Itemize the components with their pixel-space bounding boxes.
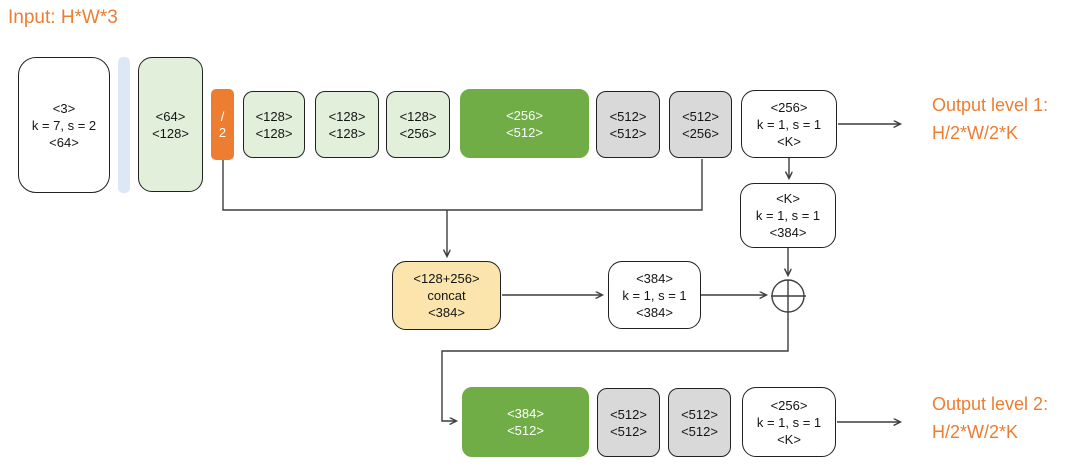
- box-dec2: <512> <512>: [597, 388, 660, 457]
- box-text-line: <512>: [610, 406, 647, 422]
- box-text-line: <3>: [52, 100, 76, 116]
- box-enc1: <64> <128>: [138, 57, 203, 192]
- box-text-line: <512>: [681, 423, 718, 439]
- box-text-line: <256>: [506, 107, 543, 123]
- box-text-line: <512>: [507, 423, 544, 438]
- box-text-line: <K>: [777, 133, 801, 149]
- output-level-2-shape: H/2*W/2*K: [932, 422, 1019, 442]
- box-text-line: k = 1, s = 1: [756, 116, 822, 132]
- label-output-level-2: Output level 2: H/2*W/2*K: [932, 390, 1048, 446]
- box-enc3: <128> <128>: [315, 91, 379, 158]
- box-downsample-by-2: / 2: [211, 89, 234, 160]
- box-fuse: <384> k = 1, s = 1 <384>: [608, 261, 701, 329]
- box-text-line: <384>: [428, 305, 465, 320]
- box-text-line: <384>: [636, 304, 673, 320]
- box-text-line: <K>: [776, 191, 800, 206]
- box-text-line: <512>: [682, 108, 719, 124]
- output-level-2-title: Output level 2:: [932, 394, 1049, 414]
- box-text-line: 2: [218, 124, 227, 140]
- box-concat: <128+256> concat <384>: [392, 261, 501, 330]
- box-text-line: <256>: [770, 99, 808, 115]
- box-text-line: <128>: [152, 125, 189, 141]
- box-text-line: <256>: [399, 125, 437, 141]
- box-head2: <256> k = 1, s = 1 <K>: [742, 387, 836, 457]
- box-text-line: <512>: [506, 124, 543, 140]
- box-text-line: <128>: [255, 125, 293, 141]
- skip-connection-line: [222, 159, 703, 211]
- box-text-line: <384>: [636, 270, 673, 286]
- box-text-line: <128>: [328, 125, 366, 141]
- box-text-line: k = 7, s = 2: [31, 117, 97, 133]
- box-text-line: <K>: [777, 431, 801, 447]
- box-text-line: <512>: [609, 108, 647, 124]
- box-enc7: <512> <256>: [669, 91, 732, 158]
- box-text-line: <512>: [609, 125, 647, 141]
- box-enc2: <128> <128>: [243, 91, 305, 158]
- box-text-line: <128>: [255, 108, 293, 124]
- box-enc5: <256> <512>: [460, 89, 589, 158]
- box-dec1: <384> <512>: [462, 387, 589, 457]
- box-head1: <256> k = 1, s = 1 <K>: [741, 90, 837, 158]
- box-dec3: <512> <512>: [668, 388, 731, 457]
- feature-bar: [118, 57, 130, 193]
- output-level-1-shape: H/2*W/2*K: [932, 123, 1019, 143]
- box-text-line: <128>: [399, 108, 437, 124]
- box-text-line: k = 1, s = 1: [755, 208, 821, 223]
- box-input-conv: <3> k = 7, s = 2 <64>: [18, 57, 110, 193]
- box-text-line: <512>: [681, 406, 718, 422]
- box-text-line: <512>: [610, 423, 647, 439]
- box-enc6: <512> <512>: [596, 91, 660, 158]
- box-text-line: /: [220, 108, 225, 124]
- box-text-line: <128>: [328, 108, 366, 124]
- box-text-line: <64>: [49, 134, 79, 150]
- box-text-line: <384>: [769, 225, 807, 240]
- box-enc4: <128> <256>: [386, 91, 450, 158]
- box-text-line: <256>: [682, 125, 719, 141]
- diagram-title: Input: H*W*3: [8, 7, 118, 28]
- output-level-1-title: Output level 1:: [932, 95, 1049, 115]
- box-text-line: k = 1, s = 1: [622, 287, 687, 303]
- label-output-level-1: Output level 1: H/2*W/2*K: [932, 91, 1048, 147]
- box-text-line: <128+256>: [413, 271, 480, 286]
- box-reproj: <K> k = 1, s = 1 <384>: [740, 183, 836, 248]
- box-text-line: concat: [427, 288, 466, 303]
- box-text-line: <384>: [507, 406, 544, 421]
- box-text-line: <256>: [770, 397, 808, 413]
- add-icon: [771, 279, 806, 313]
- box-text-line: <64>: [155, 108, 186, 124]
- box-text-line: k = 1, s = 1: [756, 414, 822, 430]
